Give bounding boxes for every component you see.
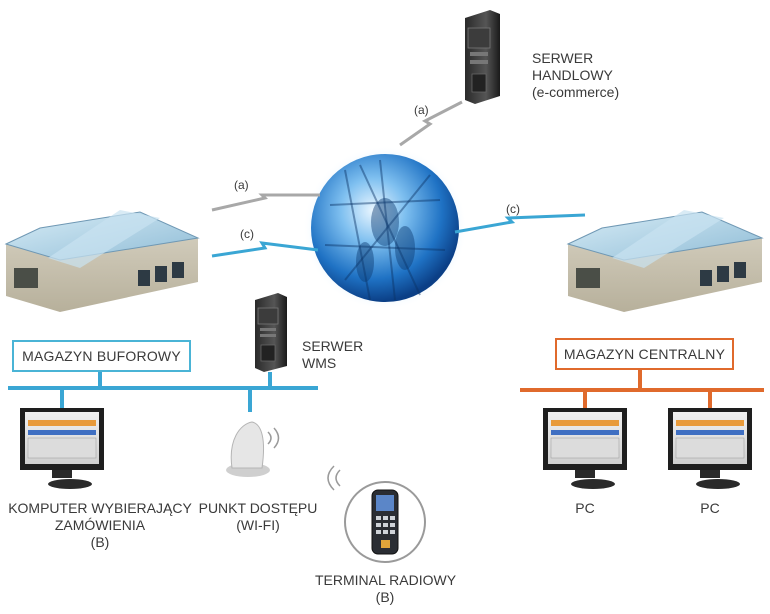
globe-icon	[303, 146, 467, 310]
access-point-icon	[226, 421, 280, 477]
order-pc-label: KOMPUTER WYBIERAJĄCY ZAMÓWIENIA (B)	[2, 500, 198, 551]
server-wms-label: SERWER WMS	[302, 338, 363, 372]
server-wms-line1: SERWER	[302, 338, 364, 354]
server-commerce-line2: HANDLOWY	[532, 67, 613, 83]
access-point-line1: PUNKT DOSTĘPU	[198, 500, 318, 516]
monitor-icon	[20, 408, 104, 489]
order-pc-line1: KOMPUTER WYBIERAJĄCY	[8, 500, 192, 516]
link-a-left	[211, 193, 320, 212]
monitor-icon	[668, 408, 752, 489]
order-pc-line3: (B)	[90, 534, 110, 550]
link-label-c-left: (c)	[240, 227, 254, 241]
radio-terminal-line1: TERMINAL RADIOWY	[315, 572, 457, 588]
central-network-bus	[520, 368, 764, 410]
server-commerce-label: SERWER HANDLOWY (e-commerce)	[532, 50, 619, 101]
warehouse-buffer-label: MAGAZYN BUFOROWY	[12, 340, 191, 372]
server-commerce-line1: SERWER	[532, 50, 594, 66]
link-a-top	[399, 100, 463, 147]
access-point-label: PUNKT DOSTĘPU (WI-FI)	[198, 500, 318, 534]
server-icon	[255, 293, 287, 372]
server-commerce-line3: (e-commerce)	[532, 84, 620, 100]
link-label-a-left: (a)	[234, 178, 249, 192]
warehouse-icon	[566, 210, 764, 312]
link-c-left	[211, 241, 319, 258]
radio-terminal-label: TERMINAL RADIOWY (B)	[315, 572, 457, 606]
buffer-network-bus	[8, 370, 318, 412]
link-label-c-right: (c)	[506, 202, 520, 216]
radio-terminal-line2: (B)	[375, 589, 395, 605]
server-icon	[465, 10, 500, 104]
handheld-terminal-icon	[327, 465, 426, 563]
pc-right-label: PC	[700, 500, 720, 516]
server-wms-line2: WMS	[302, 355, 337, 371]
link-c-right	[454, 213, 586, 234]
monitor-icon	[543, 408, 627, 489]
access-point-line2: (WI-FI)	[236, 517, 280, 533]
warehouse-central-label: MAGAZYN CENTRALNY	[555, 338, 734, 370]
order-pc-line2: ZAMÓWIENIA	[54, 517, 146, 533]
pc-left-label: PC	[575, 500, 595, 516]
warehouse-icon	[4, 210, 200, 312]
link-label-a-top: (a)	[414, 103, 429, 117]
